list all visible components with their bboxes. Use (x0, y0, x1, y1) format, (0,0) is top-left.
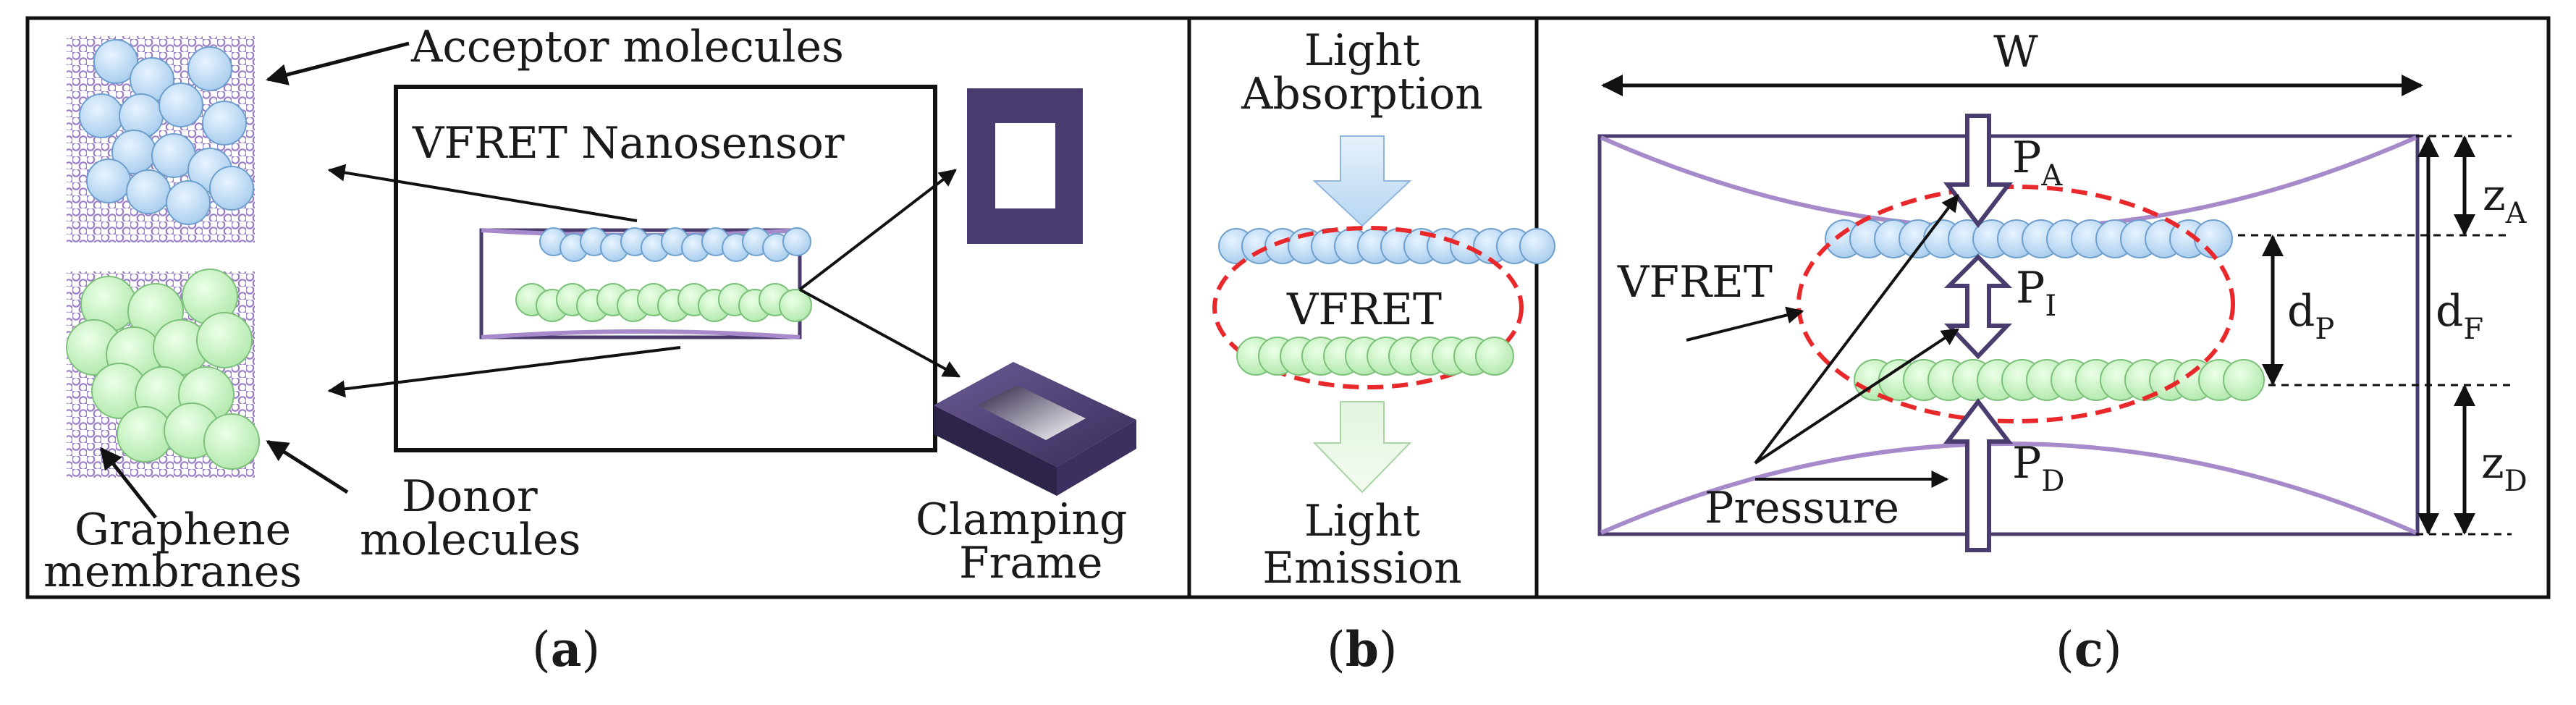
clamping-frame-flat-hole (995, 123, 1055, 208)
donor-molecule (203, 413, 260, 470)
zd-label: zD (2481, 438, 2528, 498)
frame-label-1: Clamping (916, 494, 1127, 545)
donor-molecule (779, 289, 812, 322)
arrow-donor-label (266, 439, 349, 494)
pressure-label: Pressure (1705, 483, 1899, 533)
pa-label: PA (2012, 132, 2063, 193)
donor-molecule-cluster (66, 269, 260, 470)
acceptor-molecules-label: Acceptor molecules (410, 22, 844, 72)
arrow-acceptor-label (266, 41, 410, 85)
panel-c-acceptor-row (1825, 219, 2233, 258)
emission-label-2: Emission (1262, 543, 1461, 594)
acceptor-molecule (126, 169, 171, 214)
vfret-ring-b (1212, 226, 1524, 389)
caption-c: (c) (2056, 621, 2122, 677)
frame-label-2: Frame (959, 538, 1103, 588)
arrow-acceptor-sheet (327, 164, 638, 222)
caption-b: (b) (1327, 621, 1398, 677)
graphene-label-1: Graphene (75, 505, 291, 555)
clamping-frame-3d (934, 362, 1136, 496)
acceptor-molecule (79, 93, 124, 138)
pressure-arrow-a (1943, 114, 2014, 228)
acceptor-molecule (159, 83, 203, 127)
width-label: W (1993, 27, 2038, 77)
nanosensor-label: VFRET Nanosensor (412, 118, 845, 169)
panel-b-donor-row (1236, 337, 1514, 376)
absorption-label-1: Light (1304, 25, 1420, 76)
acceptor-molecule-cluster (79, 39, 254, 225)
arrow-graphene-label (100, 447, 157, 519)
donor-molecule (2223, 359, 2265, 401)
acceptor-molecule (2194, 219, 2233, 258)
acceptor-molecule (782, 227, 811, 256)
vfret-label-c: VFRET (1617, 257, 1773, 308)
caption-a: (a) (532, 621, 600, 677)
emission-arrow (1312, 401, 1412, 494)
arrow-donor-sheet (327, 346, 681, 398)
donor-label-1: Donor (402, 471, 538, 522)
pd-label: PD (2012, 438, 2064, 498)
acceptor-molecule (187, 46, 232, 91)
graphene-label-2: membranes (43, 546, 302, 597)
acceptor-molecule (202, 101, 247, 145)
sensor-acceptor-row (539, 227, 811, 262)
absorption-arrow (1312, 135, 1412, 227)
sensor-donor-row (515, 283, 812, 322)
acceptor-molecule (166, 180, 211, 225)
panel-c: W PA PI PD VFRET Pressure (1597, 27, 2528, 677)
df-label: dF (2436, 286, 2483, 346)
acceptor-molecule (209, 166, 254, 211)
pi-label: PI (2016, 263, 2056, 323)
pressure-pointer-i (1754, 328, 1960, 465)
donor-molecule (1475, 337, 1514, 376)
acceptor-molecule (1519, 228, 1555, 264)
acceptor-molecule (86, 159, 131, 203)
vfret-pointer-c (1686, 306, 1804, 342)
panel-c-border (1534, 16, 2551, 599)
donor-molecule (196, 312, 253, 368)
pressure-pointer-a (1754, 194, 1959, 465)
vfret-ring-c (1796, 185, 2235, 423)
pressure-arrow-d (1943, 398, 2014, 552)
nanosensor-box (394, 85, 937, 452)
dp-label: dP (2287, 286, 2334, 346)
panel-b: Light Absorption VFRET Light Emission (b… (1212, 25, 1555, 677)
panel-a: Acceptor molecules VFRET Nanosensor Dono… (43, 22, 1136, 677)
donor-label-2: molecules (360, 515, 580, 565)
za-label: zA (2483, 170, 2528, 230)
pressure-arrow-i (1943, 253, 2013, 360)
arrow-frame-3d (799, 288, 961, 378)
bottom-membrane-c (1600, 442, 2417, 535)
arrow-frame-flat (798, 169, 957, 291)
panel-c-donor-row (1854, 359, 2265, 401)
absorption-label-2: Absorption (1241, 69, 1483, 119)
panel-b-acceptor-row (1218, 228, 1555, 264)
emission-label-1: Light (1304, 496, 1420, 546)
panel-frames (25, 16, 2551, 599)
vfret-label-b: VFRET (1286, 284, 1442, 335)
sensor-bottom-membrane (481, 329, 801, 339)
acceptor-molecule (93, 39, 138, 84)
